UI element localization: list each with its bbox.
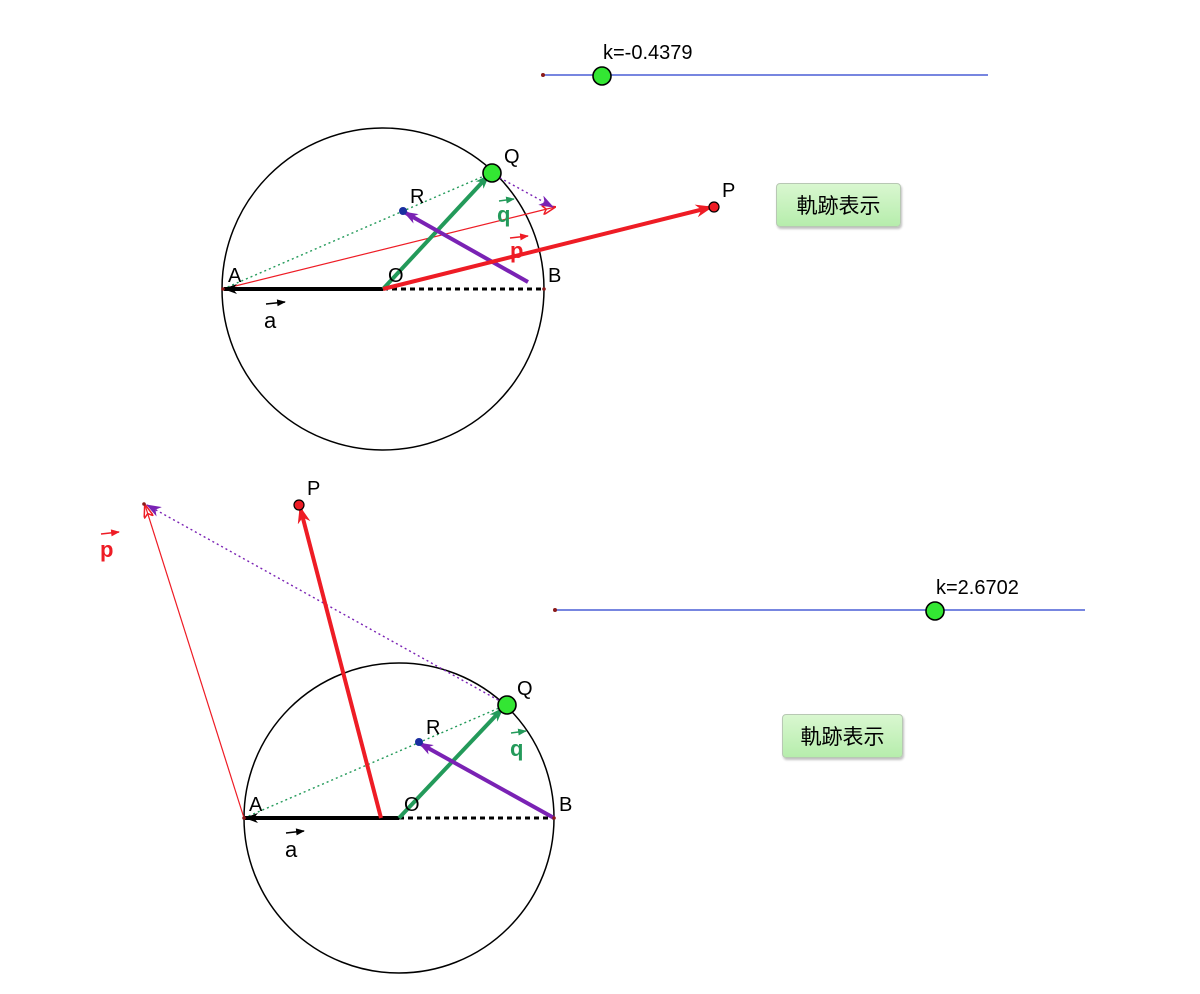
label-o-2: O (404, 794, 420, 816)
label-p-1: P (722, 180, 735, 202)
label-r-1: R (410, 186, 424, 208)
point-r-1 (399, 207, 407, 215)
vector-label-p-2: p (100, 529, 120, 562)
panel-1: k=-0.4379 A O B Q R P (221, 42, 988, 451)
vector-label-p-1: p (509, 233, 529, 263)
segment-q-ptip-dotted-1 (490, 172, 554, 208)
point-b-2 (552, 816, 556, 820)
svg-text:p: p (100, 537, 113, 562)
svg-text:p: p (510, 238, 523, 263)
trace-toggle-button-2[interactable]: 軌跡表示 (782, 714, 903, 758)
slider-value-label-1: k=-0.4379 (603, 42, 693, 64)
slider-start-point-1 (541, 73, 545, 77)
vector-label-q-2: q (510, 728, 527, 761)
segment-aq-dotted-1 (222, 172, 492, 290)
vector-br-1 (403, 210, 529, 284)
vector-ap-thin-1 (222, 207, 555, 290)
svg-text:q: q (510, 736, 523, 761)
label-q-2: Q (517, 678, 533, 700)
vector-label-a-1: a (264, 299, 286, 333)
vector-op-2 (297, 505, 383, 819)
vector-op-1 (382, 204, 714, 291)
slider-value-label-2: k=2.6702 (936, 577, 1019, 599)
slider-handle-2[interactable] (925, 601, 945, 621)
slider-k-1[interactable]: k=-0.4379 (541, 42, 988, 86)
point-a-1 (221, 287, 225, 291)
label-o-1: O (388, 265, 404, 287)
label-q-1: Q (504, 146, 520, 168)
point-ptip-2 (142, 502, 146, 506)
vector-br-2 (418, 741, 555, 820)
vector-ap-thin-2 (145, 505, 245, 819)
svg-text:q: q (497, 202, 510, 227)
svg-text:a: a (285, 837, 298, 862)
point-p-2 (293, 499, 305, 511)
panel-2: k=2.6702 A O B Q R P (100, 478, 1085, 974)
slider-handle-1[interactable] (592, 66, 612, 86)
label-r-2: R (426, 717, 440, 739)
vector-label-q-1: q (497, 196, 515, 227)
point-b-1 (542, 287, 546, 291)
vector-label-a-2: a (285, 828, 305, 862)
point-r-2 (415, 738, 423, 746)
point-p-1 (708, 201, 720, 213)
point-q-2[interactable] (497, 695, 517, 715)
slider-start-point-2 (553, 608, 557, 612)
svg-text:a: a (264, 308, 277, 333)
trace-toggle-button-1[interactable]: 軌跡表示 (776, 183, 901, 227)
slider-k-2[interactable]: k=2.6702 (553, 577, 1085, 621)
point-q-1[interactable] (482, 163, 502, 183)
label-b-1: B (548, 265, 561, 287)
label-a-1: A (228, 265, 242, 287)
label-a-2: A (249, 794, 263, 816)
label-b-2: B (559, 794, 572, 816)
point-a-2 (242, 816, 246, 820)
label-p-2: P (307, 478, 320, 500)
